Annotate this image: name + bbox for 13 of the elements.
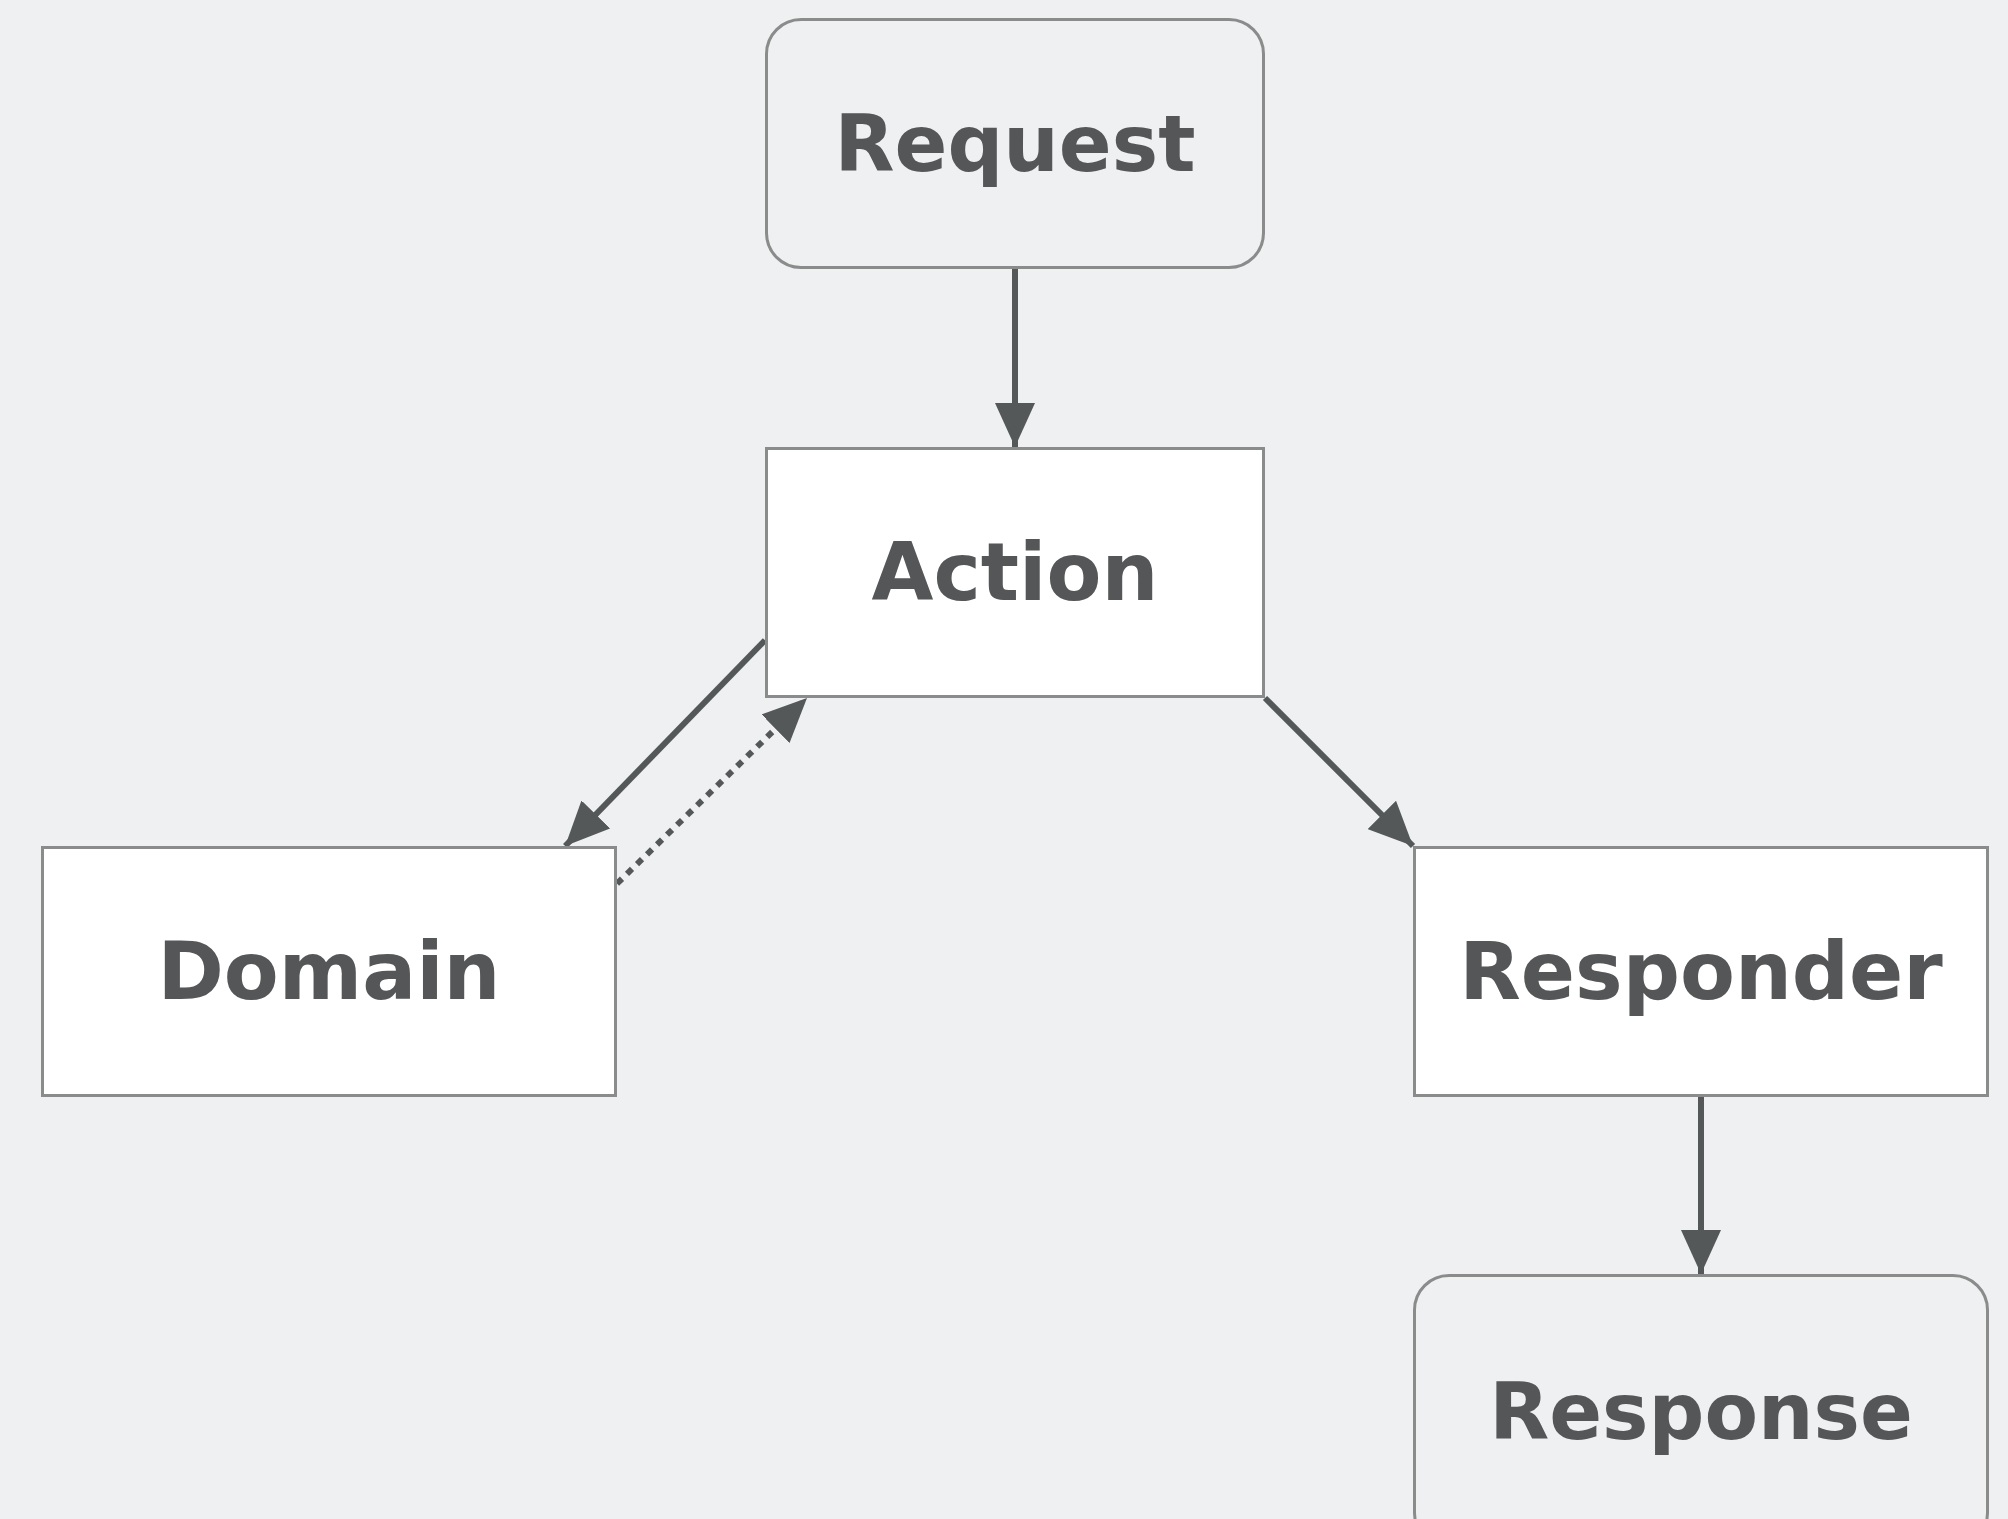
arrow: [1681, 1097, 1721, 1274]
process-box: [765, 447, 1265, 698]
arrow: [1262, 695, 1416, 849]
terminal-box: [765, 18, 1265, 269]
node-label: Action: [871, 526, 1159, 619]
process-box: [1413, 846, 1989, 1097]
process-box: [41, 846, 617, 1097]
arrow: [995, 269, 1035, 447]
node-label: Response: [1489, 1366, 1913, 1457]
node-label: Domain: [157, 925, 501, 1018]
node-label: Responder: [1459, 925, 1943, 1018]
node-label: Request: [834, 98, 1196, 189]
terminal-box: [1413, 1274, 1989, 1519]
